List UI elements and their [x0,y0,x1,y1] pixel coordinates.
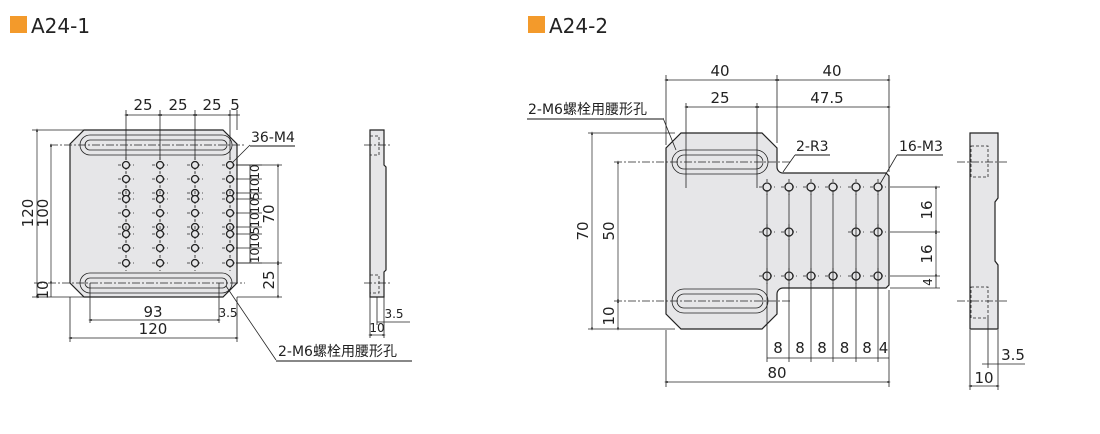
dim-label: 8 [773,339,783,357]
threaded-hole [152,191,168,207]
dim-label: 120 [19,199,37,228]
dim-label: 16 [918,244,936,263]
dim-label: 3.5 [384,307,403,321]
dim-label: 40 [822,62,841,80]
threaded-hole [152,240,168,256]
dim-label: 25 [260,270,278,289]
dims-left: 120 100 10 [19,128,84,300]
threaded-hole [222,171,238,187]
dim-label: 25 [202,96,221,114]
callout-m4-holes: 36-M4 [251,130,295,146]
threaded-hole [118,171,134,187]
threaded-hole [152,205,168,221]
m4-hole-grid [118,157,238,271]
threaded-hole [187,255,203,271]
dim-label: 10 [369,321,384,335]
threaded-hole [222,191,238,207]
dim-label: 40 [710,62,729,80]
dim-label: 8 [817,339,827,357]
threaded-hole [118,255,134,271]
threaded-hole [187,240,203,256]
threaded-hole [118,226,134,242]
dim-label: 5 [230,96,240,114]
dim-label: 3.5 [218,306,237,320]
threaded-hole [187,171,203,187]
threaded-hole [187,226,203,242]
threaded-hole [222,157,238,173]
dim-label: 10 [248,178,262,193]
threaded-hole [222,226,238,242]
threaded-hole [187,191,203,207]
dims-left: 70 50 10 [574,131,675,331]
dim-label: 10 [600,306,618,325]
dim-label: 5 [248,227,262,235]
callout-m3-holes: 16-M3 [899,139,943,155]
dim-label: 80 [767,364,786,382]
callout-m6-slots: 2-M6螺栓用腰形孔 [528,102,647,118]
callout-m6-slots: 2-M6螺栓用腰形孔 [278,344,397,360]
threaded-hole [152,171,168,187]
dim-label: 120 [139,320,168,338]
dim-label: 25 [710,89,729,107]
drawing-title: A24-2 [549,14,608,38]
dim-label: 10 [974,369,993,387]
threaded-hole [118,240,134,256]
threaded-hole [152,226,168,242]
dim-label: 10 [248,212,262,227]
drawing-a24-1: A24-1 25 25 25 5 [10,14,412,362]
threaded-hole [848,179,864,195]
threaded-hole [222,240,238,256]
dim-label: 25 [133,96,152,114]
dim-label: 10 [248,233,262,248]
dim-label: 47.5 [810,89,843,107]
dim-label: 50 [600,221,618,240]
dim-label: 10 [34,280,52,299]
dim-label: 4 [921,278,935,286]
side-view: 3.5 10 [957,132,1025,390]
dim-label: 3.5 [1001,346,1025,364]
dim-label: 100 [34,199,52,228]
drawing-a24-2: A24-2 40 40 25 47.5 [527,14,1025,390]
threaded-hole [222,255,238,271]
threaded-hole [222,205,238,221]
dim-label: 8 [795,339,805,357]
dims-top: 25 25 25 5 [124,96,240,160]
dim-label: 16 [918,200,936,219]
title-marker-icon [10,16,27,33]
threaded-hole [187,205,203,221]
dim-label: 8 [840,339,850,357]
threaded-hole [759,179,775,195]
dim-label: 25 [168,96,187,114]
callout-r3-radius: 2-R3 [796,139,829,155]
drawing-title: A24-1 [31,14,90,38]
dim-label: 93 [143,303,162,321]
threaded-hole [152,255,168,271]
title-marker-icon [528,16,545,33]
dim-label: 4 [879,339,889,357]
dim-label: 70 [574,221,592,240]
dim-label: 10 [248,248,262,263]
dims-bottom: 93 120 3.5 [68,283,239,342]
threaded-hole [118,205,134,221]
dim-label: 5 [248,192,262,200]
dims-right: 16 16 4 [890,185,940,289]
dim-label: 10 [248,198,262,213]
dim-label: 8 [862,339,872,357]
threaded-hole [118,191,134,207]
dims-top: 40 40 25 47.5 [664,62,891,188]
dim-label: 70 [260,204,278,223]
dim-label: 10 [248,164,262,179]
side-view: 3.5 10 [364,129,410,338]
